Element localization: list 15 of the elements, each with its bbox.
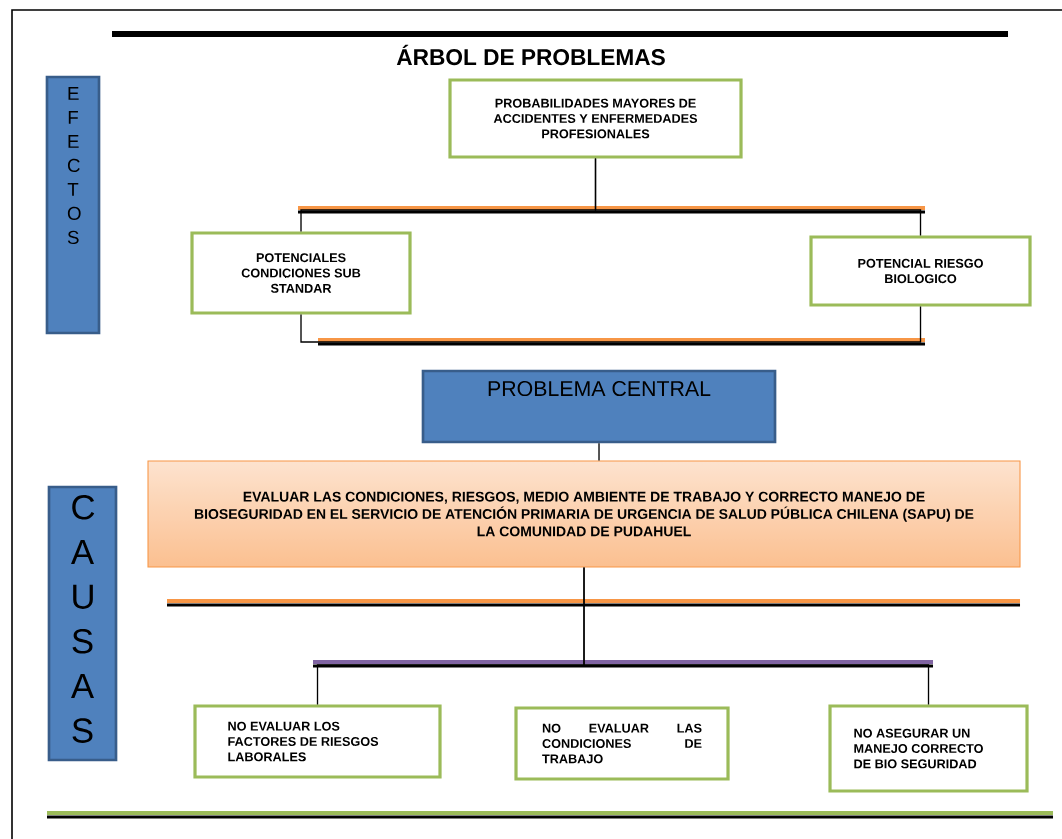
connector-line: [594, 157, 922, 237]
cause-box: NO EVALUAR LAS CONDICIONES DE TRABAJO: [514, 706, 730, 781]
title: ÁRBOL DE PROBLEMAS: [396, 44, 665, 66]
central-problem-box: EVALUAR LAS CONDICIONES, RIESGOS, MEDIO AMBIENTE DE TRABAJO Y CORRECTO MANEJO DE BIOSEGURIDAD EN EL SERVICIO DE ATENCIÓN PRIMARIA DE URGENCIA DE SALUD PÚBLICA CHILENA (SAPU) DE LA COMUNIDAD DE PUDAHUEL: [147, 460, 1021, 568]
cause-box: NO EVALUAR LOS FACTORES DE RIESGOS LABORALES: [193, 704, 442, 779]
effect-box: PROBABILIDADES MAYORES DE ACCIDENTES Y ENFERMEDADES PROFESIONALES: [448, 78, 743, 159]
connector-line: [598, 442, 600, 462]
connector-line: [300, 305, 922, 343]
effect-box: POTENCIALES CONDICIONES SUB STANDAR: [190, 231, 412, 315]
connector-line: [583, 566, 930, 706]
cause-box: NO ASEGURAR UN MANEJO CORRECTO DE BIO SEGURIDAD: [828, 704, 1029, 793]
heading-box: PROBLEMA CENTRAL: [421, 369, 777, 444]
side-label-bar: C A U S A S: [47, 485, 118, 762]
effect-box: POTENCIAL RIESGO BIOLOGICO: [809, 235, 1032, 307]
side-label-bar: E F E C T O S: [45, 75, 101, 335]
